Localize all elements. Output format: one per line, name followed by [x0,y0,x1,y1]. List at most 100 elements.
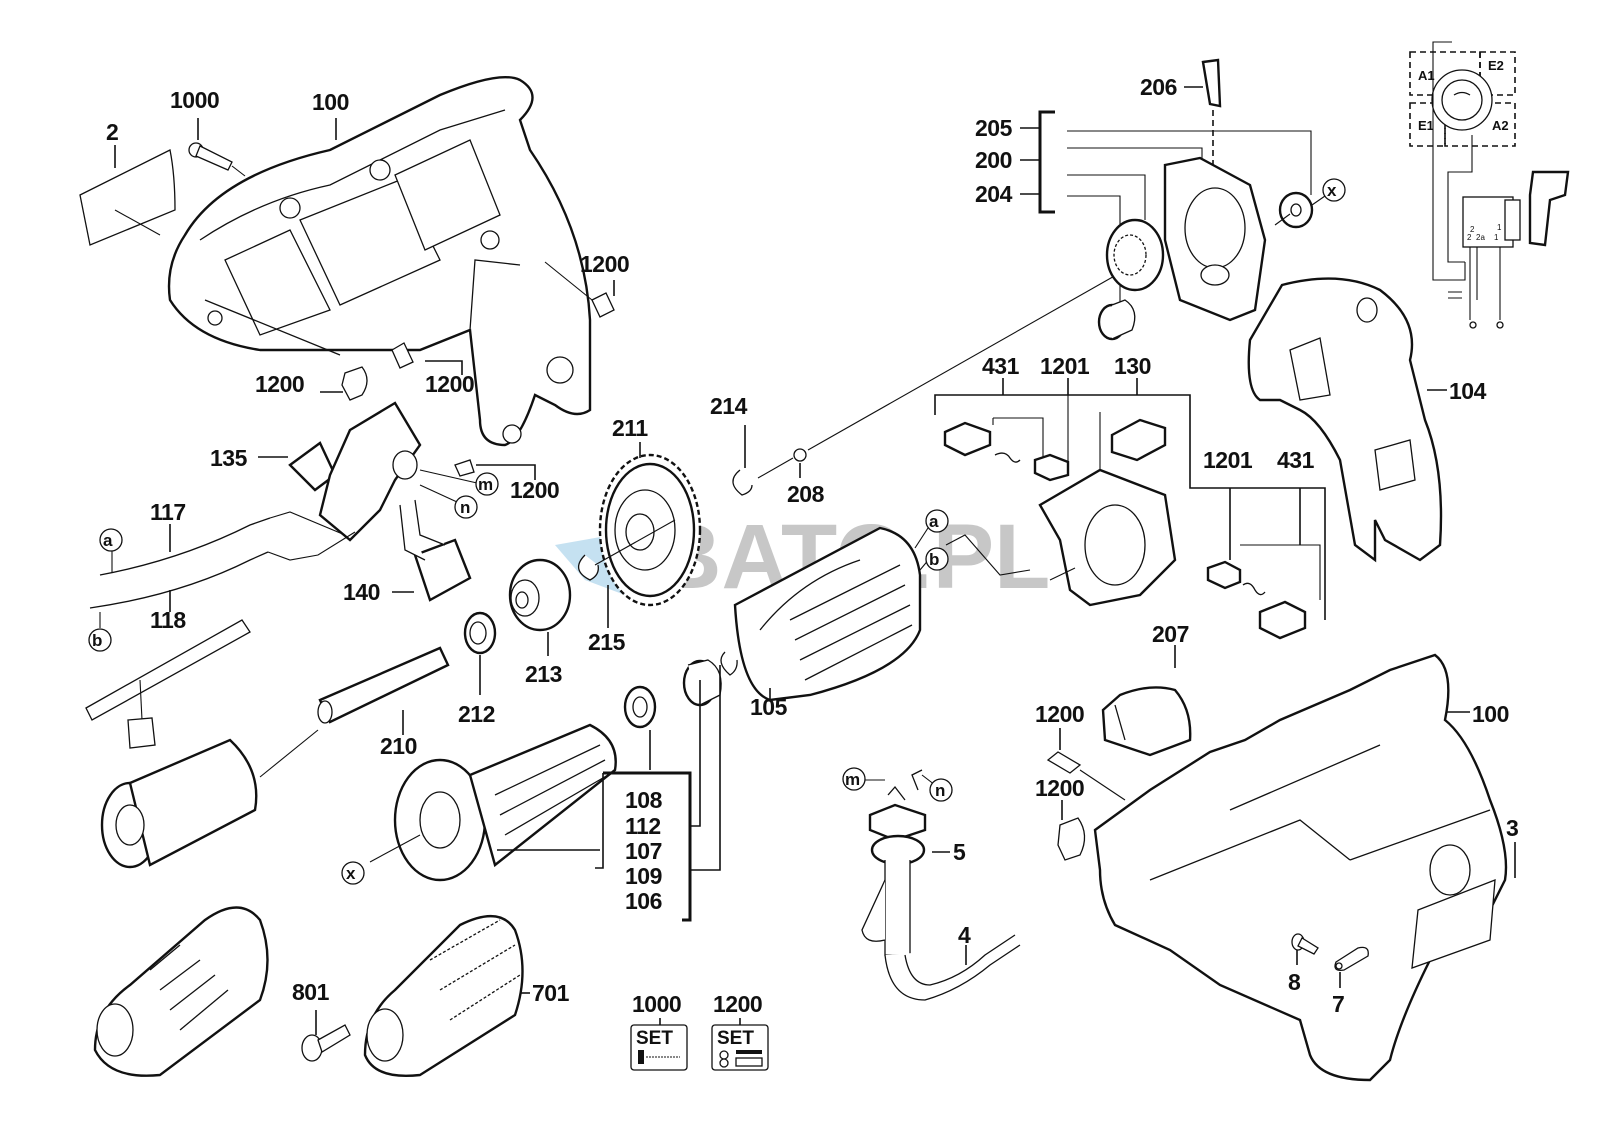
callout-104: 104 [1449,378,1487,404]
callout-1200-right-pin: 1200 [1035,701,1084,727]
callout-100-left: 100 [312,89,349,115]
svg-text:A1: A1 [1418,68,1435,83]
part-needle-bearing[interactable] [1097,299,1136,341]
part-108-bearing[interactable] [623,685,657,729]
part-4-cord[interactable]: 4 [884,922,1021,1001]
callout-1201-left: 1201 [1040,353,1090,379]
part-212-bearing[interactable]: 212 [458,611,497,727]
part-130-brush-holder[interactable] [1038,418,1177,607]
part-801-screw[interactable]: 801 [292,979,351,1062]
gear-housing-bracket [1020,110,1312,310]
part-214-circlip[interactable]: 214 [710,393,753,496]
callout-118: 118 [150,607,186,633]
svg-text:E1: E1 [1418,118,1434,133]
part-1200-clip-left[interactable]: 1200 [255,366,368,401]
part-431-brush-cap-left[interactable] [943,421,992,457]
svg-text:E2: E2 [1488,58,1504,73]
callout-207: 207 [1152,621,1189,647]
svg-text:SET: SET [717,1028,754,1049]
svg-text:1: 1 [1497,223,1502,232]
part-107-armature[interactable]: x [341,723,617,885]
callout-205: 205 [975,115,1013,141]
armature-set-bracket [497,665,721,922]
part-200-gear-housing[interactable] [1163,156,1267,322]
callout-431-left: 431 [982,353,1020,379]
connector-m-top: m [419,469,499,496]
part-431-brush-cap-right[interactable] [1258,600,1307,640]
housing-right[interactable]: 100 [1093,653,1509,1082]
callout-204: 204 [975,181,1013,207]
brush-holder-bracket [934,378,1326,620]
callout-213: 213 [525,661,562,687]
svg-text:a: a [929,512,939,531]
part-109-circlip[interactable] [720,651,738,676]
part-207-cover[interactable]: 207 [1101,621,1192,757]
part-1201-brush-right[interactable] [1206,560,1266,596]
callout-1200-upper: 1200 [580,251,629,277]
part-5-strain-relief[interactable]: 5 m n [842,767,967,956]
part-3-label[interactable]: 3 [1411,815,1519,969]
callout-211: 211 [612,415,648,441]
part-118-cable[interactable]: 118 b [88,531,356,652]
part-1200-pin-right[interactable]: 1200 [1035,701,1126,801]
callout-1201-right: 1201 [1203,447,1253,473]
part-208-ball[interactable]: 208 [757,269,1126,507]
part-keyless-chuck-plain[interactable] [93,906,269,1077]
svg-text:SET: SET [636,1028,673,1049]
part-135-switch[interactable]: 135 [210,401,422,542]
part-204-bevel-gear[interactable] [1105,218,1165,292]
part-211-gear[interactable]: 211 [594,415,702,607]
set-1000-icon[interactable]: 1000 SET [630,991,688,1071]
svg-text:2: 2 [1467,233,1472,242]
callout-3: 3 [1506,815,1518,841]
callout-100-right: 100 [1472,701,1509,727]
callout-215: 215 [588,629,626,655]
svg-text:x: x [1327,181,1337,200]
housing-left[interactable] [167,75,592,447]
part-104-handle[interactable]: 104 [1247,277,1487,563]
part-1201-brush-left[interactable] [994,452,1070,482]
part-1200-clip-right[interactable]: 1200 [1035,775,1086,861]
set-1200-icon[interactable]: 1200 SET [711,991,769,1071]
part-117-cable[interactable]: 117 a [99,499,346,576]
connector-n-top: n [419,484,478,519]
part-105-field[interactable]: a b 105 [733,509,1031,720]
callout-212: 212 [458,701,495,727]
callout-set-1000: 1000 [632,991,681,1017]
part-2-nameplate[interactable]: 2 [79,119,176,246]
part-112-sleeve[interactable] [682,659,722,707]
svg-text:m: m [478,475,493,494]
callout-210: 210 [380,733,417,759]
part-1200-pin-upper[interactable]: 1200 [544,251,630,318]
part-213-bearing[interactable]: 213 [508,558,572,687]
part-1200-switch-screw[interactable]: 1200 [454,459,560,503]
part-keyed-chuck[interactable] [100,729,319,869]
part-chuck-key[interactable] [85,619,251,749]
part-8-screw[interactable]: 8 [1288,933,1319,995]
part-701-keyless-chuck[interactable]: 701 [363,914,570,1077]
callout-108: 108 [625,787,663,813]
part-140-suppressor[interactable]: 140 [343,499,472,605]
part-206-cover[interactable]: 206 [1140,58,1222,170]
callout-701: 701 [532,980,570,1006]
callout-801: 801 [292,979,330,1005]
callout-140: 140 [343,579,380,605]
callout-4: 4 [958,922,971,948]
svg-text:2: 2 [1470,225,1475,234]
svg-text:b: b [92,631,102,650]
callout-106: 106 [625,888,662,914]
part-7-terminal[interactable]: 7 [1332,946,1369,1017]
svg-text:a: a [103,531,113,550]
part-205-washer[interactable]: x [1274,178,1346,229]
part-1000-screw[interactable]: 1000 [170,87,246,177]
callout-8: 8 [1288,969,1301,995]
part-210-spindle[interactable]: 210 [317,646,450,759]
callout-5: 5 [953,839,966,865]
callout-206: 206 [1140,74,1177,100]
callout-105: 105 [750,694,788,720]
part-215-circlip[interactable]: 215 [578,554,626,655]
part-1200-pin-lower[interactable]: 1200 [391,342,475,397]
callout-1200-clip: 1200 [255,371,304,397]
callout-135: 135 [210,445,248,471]
